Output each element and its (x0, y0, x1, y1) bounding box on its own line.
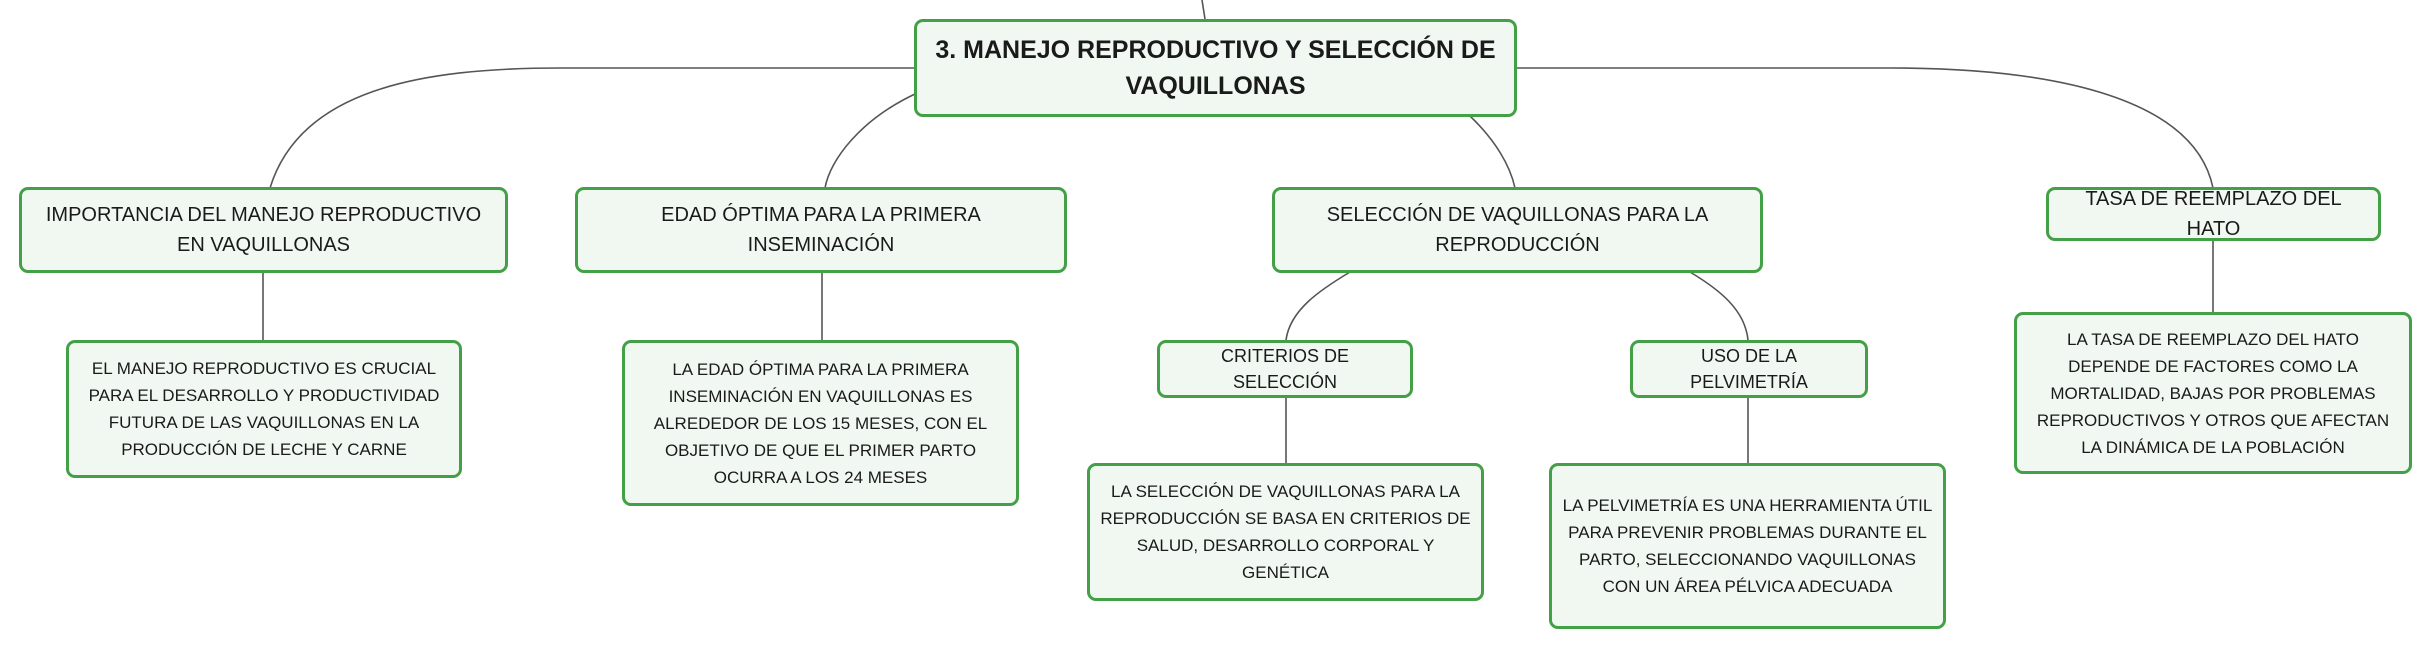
detail-tasa-text: LA TASA DE REEMPLAZO DEL HATO DEPENDE DE… (2036, 329, 2390, 457)
root-topic[interactable]: 3. MANEJO REPRODUCTIVO Y SELECCIÓN DE VA… (914, 19, 1517, 117)
detail-criterios[interactable]: LA SELECCIÓN DE VAQUILLONAS PARA LA REPR… (1087, 463, 1484, 601)
connector-root-branch-edad (824, 93, 916, 189)
branch-seleccion-label: SELECCIÓN DE VAQUILLONAS PARA LA REPRODU… (1326, 204, 1709, 256)
branch-tasa[interactable]: TASA DE REEMPLAZO DEL HATO (2046, 187, 2381, 241)
detail-pelvimetria-text: LA PELVIMETRÍA ES UNA HERRAMIENTA ÚTIL P… (1562, 496, 1933, 596)
detail-edad[interactable]: LA EDAD ÓPTIMA PARA LA PRIMERA INSEMINAC… (622, 340, 1019, 506)
connector-seleccion-criterios (1285, 271, 1351, 341)
connector-parent-root (1201, 0, 1206, 20)
detail-importancia[interactable]: EL MANEJO REPRODUCTIVO ES CRUCIAL PARA E… (66, 340, 462, 478)
connector-root-branch-seleccion (1469, 115, 1516, 189)
branch-importancia-label: IMPORTANCIA DEL MANEJO REPRODUCTIVO EN V… (45, 204, 482, 256)
branch-edad-label: EDAD ÓPTIMA PARA LA PRIMERA INSEMINACIÓN (661, 204, 981, 256)
branch-tasa-label: TASA DE REEMPLAZO DEL HATO (2085, 188, 2342, 240)
detail-criterios-text: LA SELECCIÓN DE VAQUILLONAS PARA LA REPR… (1100, 482, 1471, 582)
detail-pelvimetria[interactable]: LA PELVIMETRÍA ES UNA HERRAMIENTA ÚTIL P… (1549, 463, 1946, 629)
connector-root-branch-importancia (269, 67, 915, 189)
connector-root-branch-tasa (1513, 67, 2214, 189)
sub-pelvimetria-label: USO DE LA PELVIMETRÍA (1690, 346, 1808, 392)
sub-pelvimetria[interactable]: USO DE LA PELVIMETRÍA (1630, 340, 1868, 398)
sub-criterios-label: CRITERIOS DE SELECCIÓN (1220, 346, 1349, 392)
root-topic-label: 3. MANEJO REPRODUCTIVO Y SELECCIÓN DE VA… (935, 36, 1496, 100)
detail-importancia-text: EL MANEJO REPRODUCTIVO ES CRUCIAL PARA E… (88, 359, 440, 459)
branch-importancia[interactable]: IMPORTANCIA DEL MANEJO REPRODUCTIVO EN V… (19, 187, 508, 273)
detail-edad-text: LA EDAD ÓPTIMA PARA LA PRIMERA INSEMINAC… (653, 359, 988, 487)
branch-seleccion[interactable]: SELECCIÓN DE VAQUILLONAS PARA LA REPRODU… (1272, 187, 1763, 273)
detail-tasa[interactable]: LA TASA DE REEMPLAZO DEL HATO DEPENDE DE… (2014, 312, 2412, 474)
sub-criterios[interactable]: CRITERIOS DE SELECCIÓN (1157, 340, 1413, 398)
connector-seleccion-pelvimetria (1689, 271, 1749, 341)
branch-edad[interactable]: EDAD ÓPTIMA PARA LA PRIMERA INSEMINACIÓN (575, 187, 1067, 273)
